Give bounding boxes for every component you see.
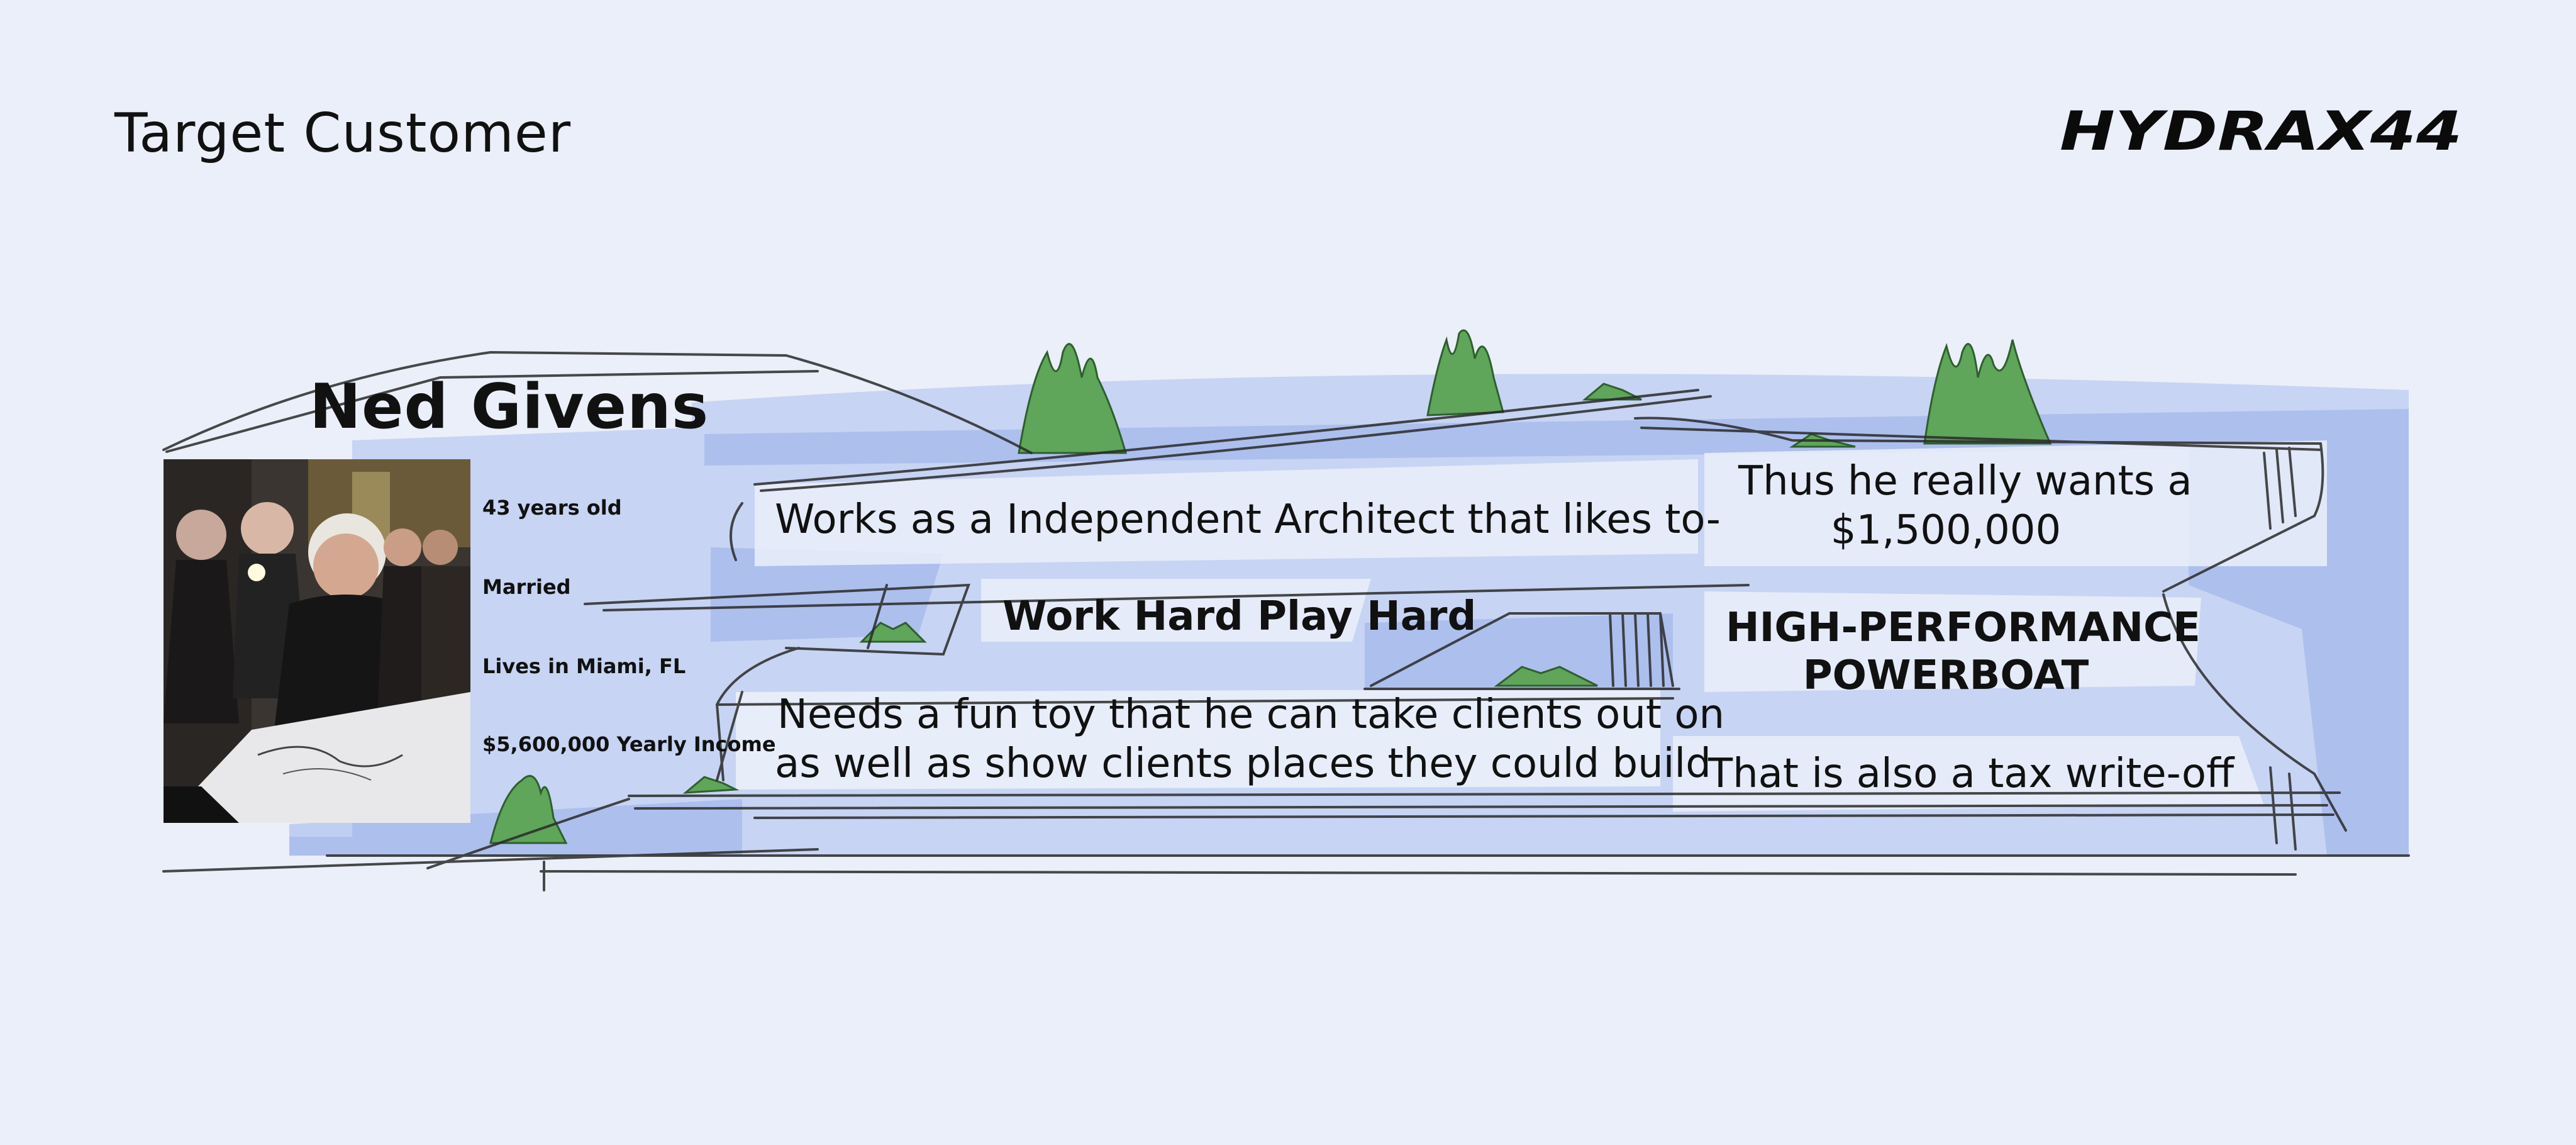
motto-text: Work Hard Play Hard	[1002, 593, 1477, 640]
persona-photo	[164, 459, 470, 823]
persona-name: Ned Givens	[309, 371, 709, 443]
sketch-lines	[162, 350, 2410, 891]
need-text-line-2: as well as show clients places they coul…	[775, 740, 1711, 787]
brand-logo-text: HYDRAX44	[2060, 100, 2462, 163]
need-text-line-1: Needs a fun toy that he can take clients…	[777, 691, 1725, 738]
fact-marital-status: Married	[482, 575, 571, 599]
fact-location: Lives in Miami, FL	[482, 654, 686, 678]
want-text-line-1: Thus he really wants a	[1738, 458, 2192, 505]
architect-photo-icon	[164, 459, 470, 823]
occupation-text: Works as a Independent Architect that li…	[775, 496, 1721, 543]
fact-age: 43 years old	[482, 496, 622, 520]
page-title: Target Customer	[114, 102, 572, 165]
want-price: $1,500,000	[1830, 507, 2062, 554]
benefit-text: That is also a tax write-off	[1708, 751, 2235, 797]
greenery	[489, 329, 2052, 844]
brand-logo: HYDRAX44	[2060, 100, 2462, 163]
fact-income: $5,600,000 Yearly Income	[482, 732, 776, 756]
product-line-2: POWERBOAT	[1802, 652, 2089, 699]
product-line-1: HIGH-PERFORMANCE	[1726, 605, 2201, 651]
